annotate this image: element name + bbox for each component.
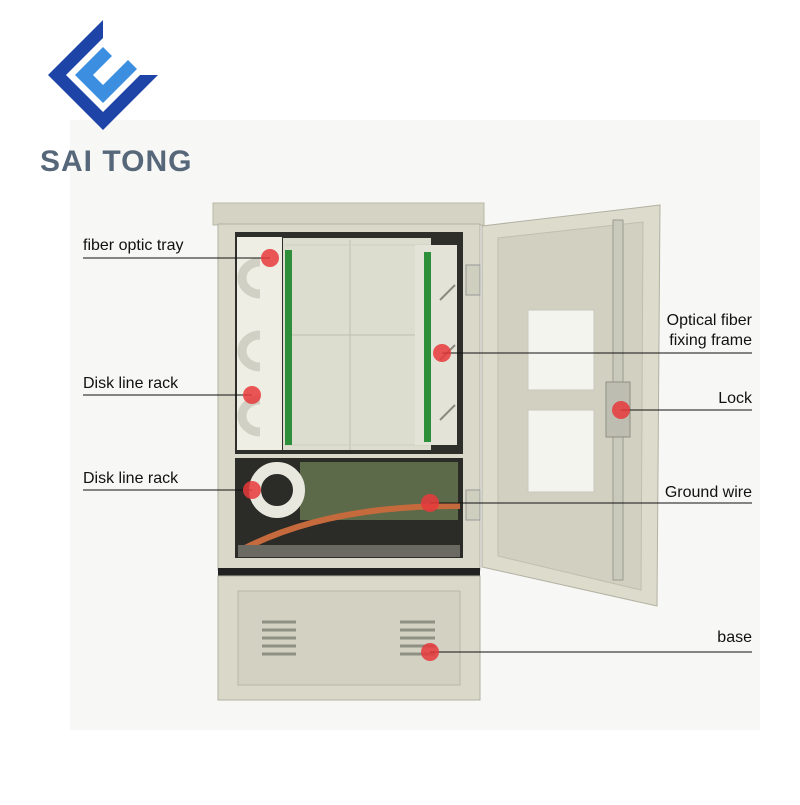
fixing-frame-rack	[415, 245, 457, 445]
label-lock: Lock	[718, 390, 752, 407]
label-optical-fiber-line1: Optical fiber	[666, 312, 752, 329]
marker-disk-line-rack-2	[243, 481, 261, 499]
label-optical-fiber-line2: fixing frame	[669, 332, 752, 349]
marker-optical-fiber-fixing-frame	[433, 344, 451, 362]
cable-entry-rail	[238, 545, 460, 557]
label-disk-line-rack-2: Disk line rack	[83, 470, 179, 487]
brand-name: SAI TONG	[40, 145, 193, 178]
label-disk-line-rack-1: Disk line rack	[83, 375, 179, 392]
fiber-spool-1	[237, 257, 261, 299]
base-vent-left	[262, 620, 296, 656]
label-base: base	[717, 629, 752, 646]
cabinet-top-cap	[212, 202, 485, 226]
interior-back-panel	[283, 238, 431, 450]
adapter-column-right	[424, 252, 431, 442]
label-optical-fiber-fixing-frame: Optical fiber fixing frame	[667, 311, 752, 351]
marker-disk-line-rack-1	[243, 386, 261, 404]
label-ground-wire: Ground wire	[664, 484, 752, 501]
marker-ground-wire	[421, 494, 439, 512]
leader-lines	[83, 257, 752, 653]
marker-base	[421, 643, 439, 661]
adapter-column-left	[285, 250, 292, 445]
marker-lock	[612, 401, 630, 419]
marker-fiber-optic-tray	[261, 249, 279, 267]
label-fiber-optic-tray: fiber optic tray	[83, 237, 184, 254]
door-document-sheet-1	[527, 309, 595, 391]
door-document-sheet-2	[527, 409, 595, 493]
fiber-spool-2	[237, 330, 261, 372]
saitong-logo-icon	[48, 20, 158, 130]
